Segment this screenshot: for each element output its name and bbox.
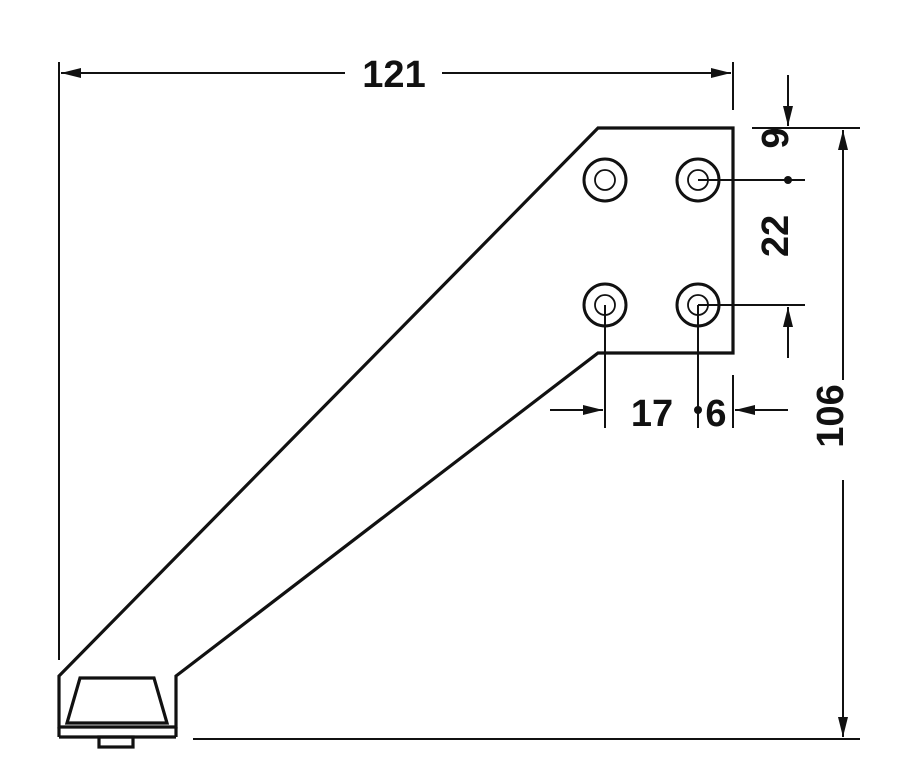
screw-holes [582,157,721,328]
dimension-hole-horizontal-spacing: 17 6 [550,305,788,435]
foot-glide [57,676,178,749]
hole-vertical-spacing-label: 22 [755,215,797,257]
dimension-overall-width: 121 [58,54,734,660]
dimension-hole-vertical-spacing: 22 [698,215,805,358]
overall-width-label: 121 [362,54,425,96]
hole-horizontal-spacing-label: 17 [631,393,673,435]
edge-to-hole-label: 6 [705,393,726,435]
overall-height-label: 106 [810,384,852,447]
dimension-overall-height: 106 [193,127,860,740]
dimension-top-to-hole: 9 [698,75,805,184]
screw-hole-top-left [582,157,628,203]
top-to-hole-label: 9 [755,127,797,148]
leg-outline [57,126,735,729]
leg-bracket [57,126,735,749]
